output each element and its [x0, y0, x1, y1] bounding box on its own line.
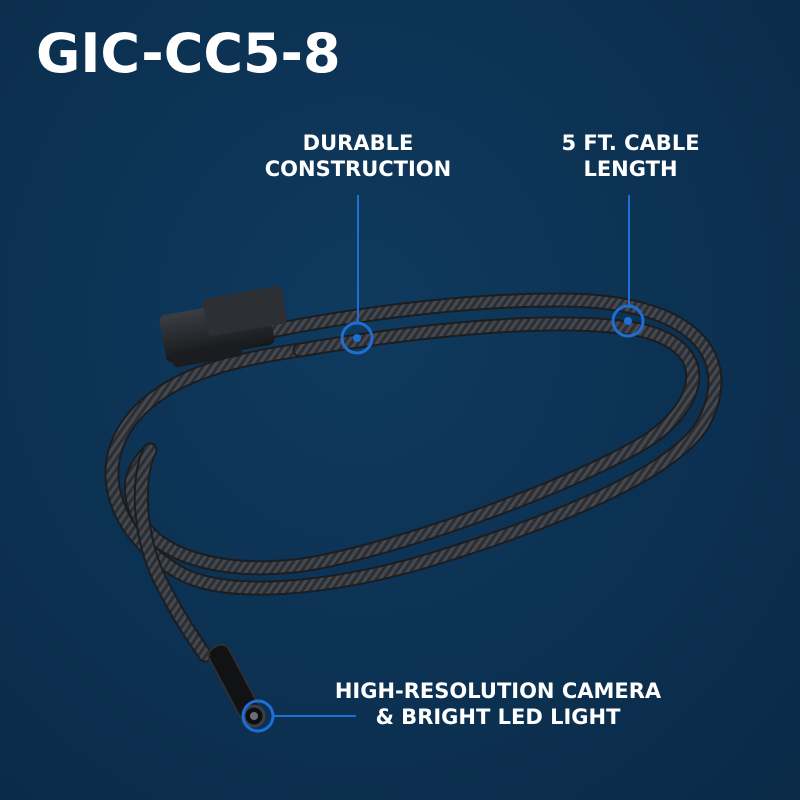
callout-durable-line1: DURABLE	[302, 131, 414, 155]
camera-head	[207, 643, 266, 728]
callout-camera-line2: & BRIGHT LED LIGHT	[375, 705, 621, 729]
callout-camera-line1: HIGH-RESOLUTION CAMERA	[334, 679, 662, 703]
callout-cable-length: 5 FT. CABLE LENGTH	[548, 130, 713, 182]
product-title: GIC-CC5-8	[36, 22, 341, 85]
callout-durable-line2: CONSTRUCTION	[264, 157, 452, 181]
target-ring-icon	[611, 304, 645, 338]
inspection-cable	[104, 292, 723, 663]
callout-durable-construction: DURABLE CONSTRUCTION	[258, 130, 458, 182]
connector-plug	[159, 285, 288, 368]
callout-cable-line2: LENGTH	[583, 157, 678, 181]
target-ring-icon	[241, 699, 275, 733]
callout-camera-light: HIGH-RESOLUTION CAMERA & BRIGHT LED LIGH…	[318, 678, 678, 730]
target-ring-icon	[340, 321, 374, 355]
callout-cable-line1: 5 FT. CABLE	[561, 131, 700, 155]
